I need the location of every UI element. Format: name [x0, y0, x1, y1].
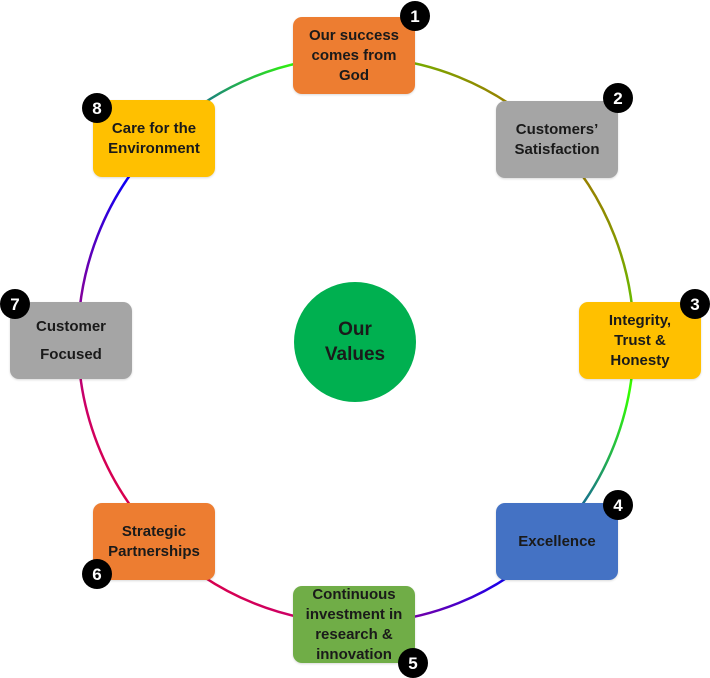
number-badge-6: 6: [82, 559, 112, 589]
value-label-5: Continuous investment in research & inno…: [305, 585, 403, 663]
center-circle: Our Values: [294, 282, 416, 402]
number-badge-4: 4: [603, 490, 633, 520]
value-box-5: Continuous investment in research & inno…: [293, 586, 415, 663]
value-label-2: Customers’ Satisfaction: [514, 120, 600, 158]
center-label: Our Values: [324, 319, 386, 365]
value-box-7: Customer Focused: [10, 302, 132, 379]
value-box-1: Our success comes from God: [293, 17, 415, 94]
value-box-2: Customers’ Satisfaction: [496, 101, 618, 178]
value-box-6: Strategic Partnerships: [93, 503, 215, 580]
number-badge-8: 8: [82, 93, 112, 123]
value-box-8: Care for the Environment: [93, 100, 215, 177]
number-badge-1: 1: [400, 1, 430, 31]
value-label-1: Our success comes from God: [308, 26, 400, 84]
value-box-3: Integrity, Trust & Honesty: [579, 302, 701, 379]
value-label-8: Care for the Environment: [108, 119, 200, 157]
number-badge-3: 3: [680, 289, 710, 319]
number-badge-5: 5: [398, 648, 428, 678]
value-label-4: Excellence: [518, 532, 596, 550]
number-badge-2: 2: [603, 83, 633, 113]
value-label-7: Customer Focused: [35, 317, 106, 363]
value-label-6: Strategic Partnerships: [108, 522, 200, 560]
value-box-4: Excellence: [496, 503, 618, 580]
value-label-3: Integrity, Trust & Honesty: [608, 311, 672, 369]
number-badge-7: 7: [0, 289, 30, 319]
